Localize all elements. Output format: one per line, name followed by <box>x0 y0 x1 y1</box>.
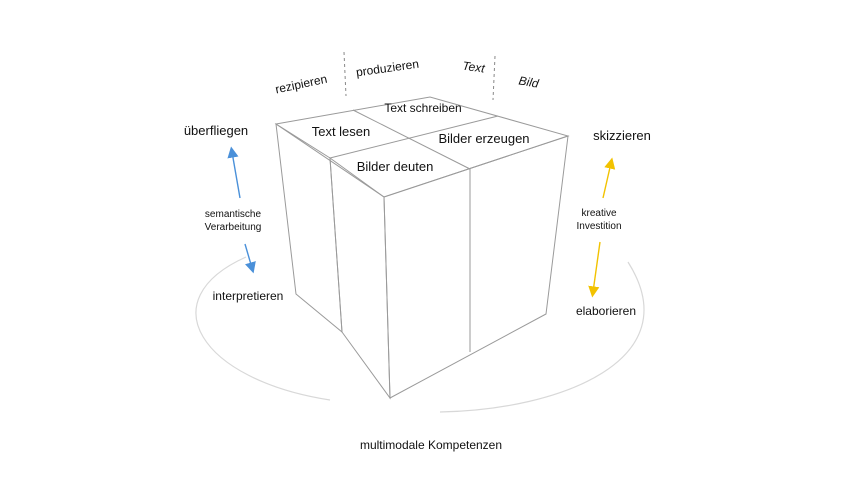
axis-label-rezipieren: rezipieren <box>274 72 328 97</box>
dashed-separator-1 <box>343 51 347 97</box>
cube-top-face <box>274 96 570 198</box>
cube-top-divider-1 <box>352 109 471 170</box>
cell-bilder-deuten: Bilder deuten <box>357 159 434 174</box>
label-investition: Investition <box>576 221 621 232</box>
cube-top-divider-2 <box>329 115 499 159</box>
label-kreative: kreative <box>581 208 616 219</box>
label-elaborieren: elaborieren <box>576 304 636 318</box>
arrow-yellow-down <box>588 241 601 298</box>
cell-text-lesen: Text lesen <box>312 124 371 139</box>
axis-label-produzieren: produzieren <box>355 57 420 80</box>
cell-text-schreiben: Text schreiben <box>384 101 461 115</box>
arrow-blue-down <box>244 243 256 274</box>
diagram-caption: multimodale Kompetenzen <box>360 438 502 452</box>
axis-label-text: Text <box>462 59 487 76</box>
cube-left-face-front <box>329 156 391 400</box>
base-ellipse-arc <box>195 256 645 413</box>
cube-right-face <box>383 135 569 399</box>
label-ueberfliegen: überfliegen <box>184 123 248 138</box>
axis-label-bild: Bild <box>518 73 540 90</box>
arrow-blue-up <box>227 146 241 199</box>
dashed-separator-2 <box>492 55 496 101</box>
arrow-yellow-up <box>602 157 616 199</box>
label-skizzieren: skizzieren <box>593 128 651 143</box>
label-interpretieren: interpretieren <box>213 289 284 303</box>
label-semantische: semantische <box>205 209 262 220</box>
cube-left-face-back <box>275 123 343 334</box>
label-verarbeitung: Verarbeitung <box>205 222 262 233</box>
cell-bilder-erzeugen: Bilder erzeugen <box>438 131 529 146</box>
